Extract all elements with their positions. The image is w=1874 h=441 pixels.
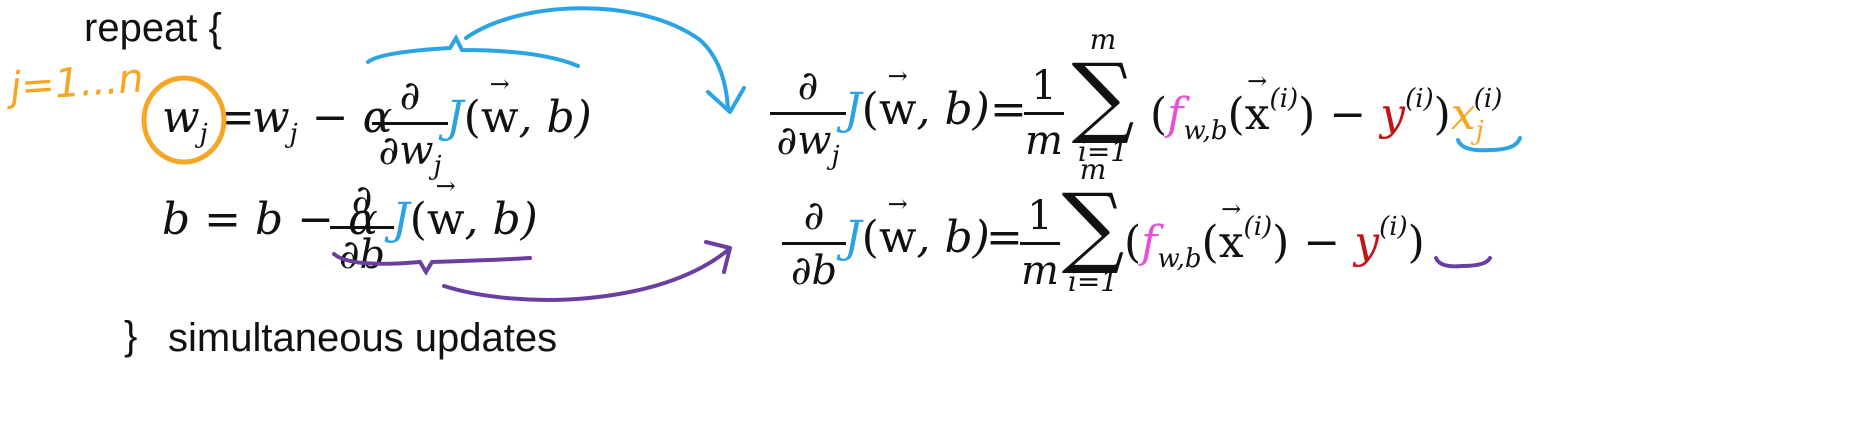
dw-equals: = [990, 84, 1027, 135]
dw-one-over-m: 1 m [1024, 63, 1064, 164]
dw-cost-function: J(w, b) [844, 84, 990, 135]
w-update-lhs: wj [162, 92, 208, 149]
purple-arrowhead [704, 240, 732, 274]
dw-summation: m ∑ i=1 [1071, 23, 1135, 168]
w-partial-fraction: ∂ ∂wj [372, 76, 448, 179]
purple-arrow-annotation [442, 248, 730, 302]
purple-brace-annotation [332, 252, 532, 276]
w-update-rhs: wj − α [252, 92, 393, 149]
db-cost-function: J(w, b) [844, 212, 990, 263]
blue-arrow-annotation [464, 6, 730, 110]
closing-brace: } [124, 314, 138, 358]
blue-brace-annotation [366, 33, 580, 68]
b-cost-function: J(w, b) [392, 194, 538, 245]
repeat-keyword: repeat { [84, 6, 222, 50]
blue-underline-annotation [1456, 136, 1522, 153]
simultaneous-updates-label: simultaneous updates [168, 316, 558, 360]
db-one-over-m: 1 m [1020, 193, 1060, 294]
db-partial-fraction: ∂ ∂b [782, 196, 846, 291]
db-equals: = [986, 212, 1023, 263]
b-partial-fraction: ∂ ∂b [330, 180, 394, 275]
dw-summand: (fw,b(x(i)) − y(i))xj(i) [1150, 84, 1502, 146]
w-cost-function: J(w, b) [446, 92, 592, 143]
orange-circle-annotation [141, 75, 227, 165]
db-summand: (fw,b(x(i)) − y(i)) [1124, 212, 1425, 274]
blue-arrowhead [706, 86, 746, 114]
purple-underline-annotation [1434, 256, 1492, 269]
db-summation: m ∑ i=1 [1061, 153, 1125, 298]
b-update-rule: b = b − α [162, 194, 378, 245]
dw-partial-fraction: ∂ ∂wj [770, 66, 846, 169]
